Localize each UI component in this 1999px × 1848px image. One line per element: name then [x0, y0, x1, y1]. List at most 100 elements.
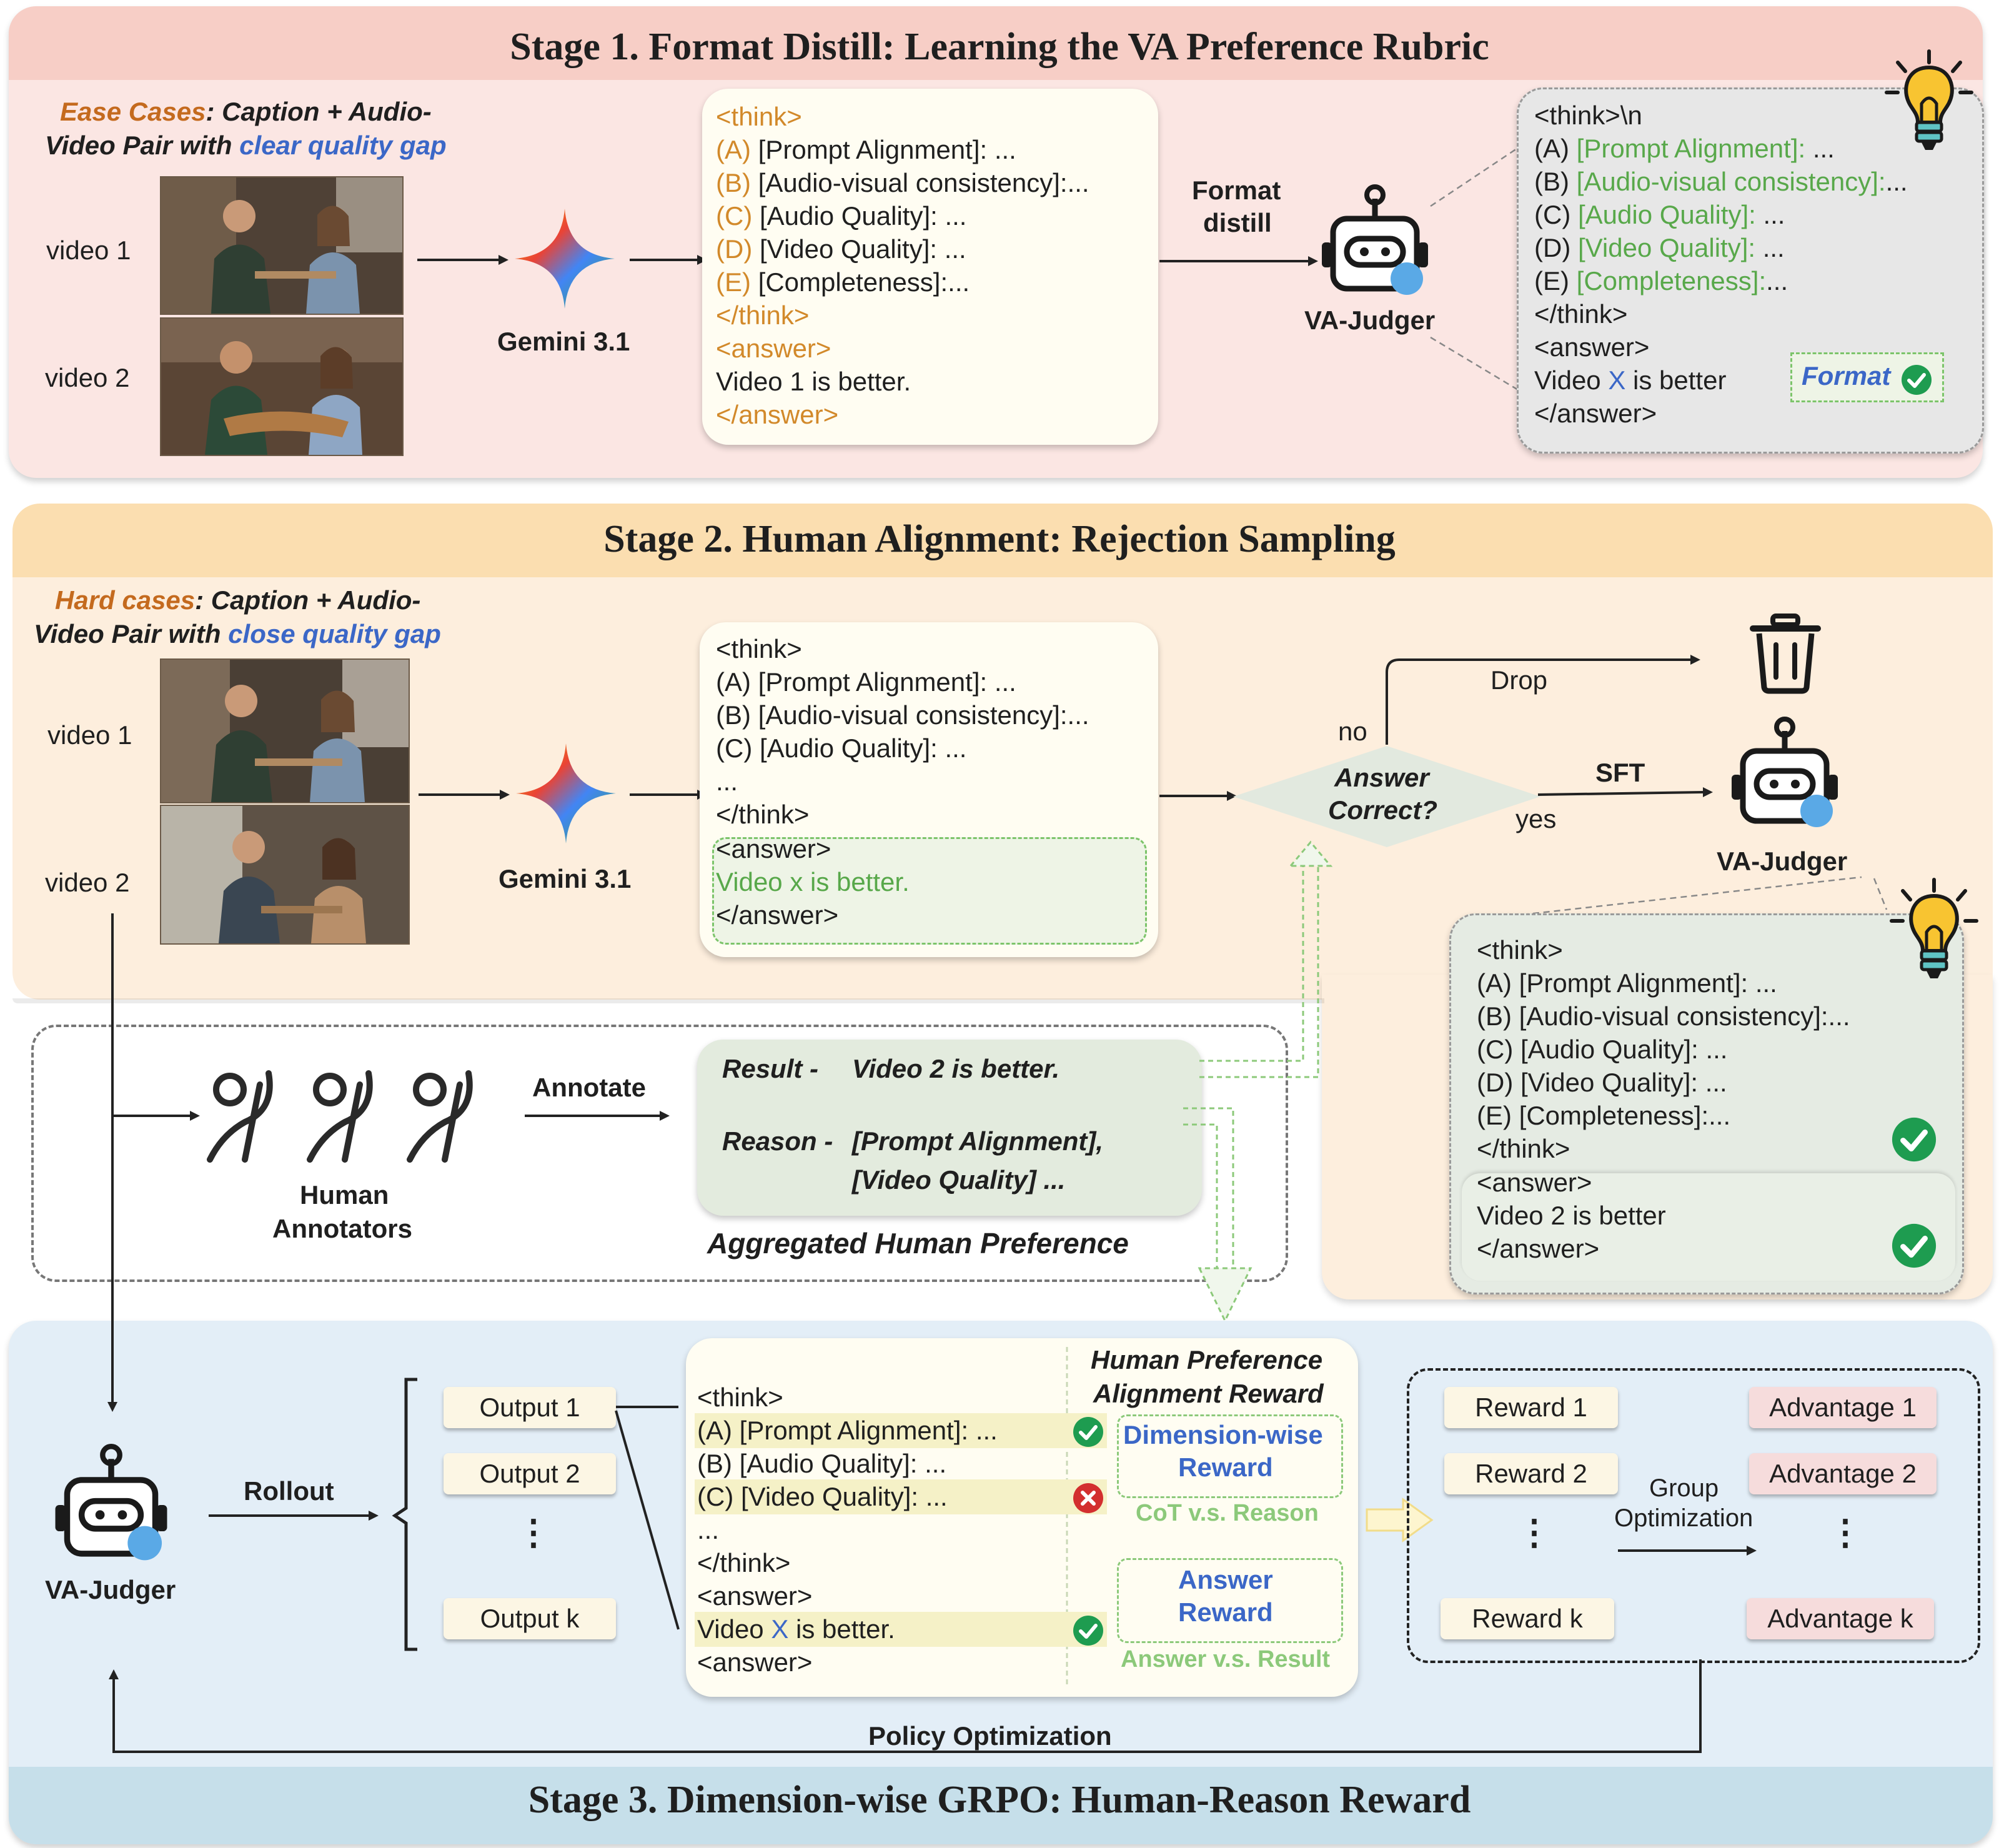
- yes-label: yes: [1515, 804, 1557, 833]
- template-tail-e: ...: [1766, 266, 1788, 296]
- stage1-line-b: (B) [Audio-visual consistency]:...: [716, 166, 1089, 199]
- sample-think-open: <think>: [1477, 935, 1563, 965]
- template-line-d: (D) [Video Quality]: ...: [1534, 231, 1785, 264]
- template-tag-b: (B): [1534, 167, 1577, 196]
- cross-icon: [1073, 1483, 1103, 1513]
- template-line-e: (E) [Completeness]:...: [1534, 264, 1788, 297]
- cot-dots: ...: [697, 1515, 720, 1544]
- human-annotators-line2: Annotators: [272, 1214, 412, 1243]
- stage2-header-band: [12, 504, 1993, 577]
- output-pill-2: Output 2: [444, 1453, 616, 1494]
- cot-answer-post: is better.: [788, 1614, 895, 1644]
- decision-diamond: [1233, 746, 1540, 847]
- lightbulb-icon: [1890, 878, 1978, 978]
- check-icon: [1073, 1616, 1103, 1646]
- policy-optimization-arrow: [109, 1659, 1702, 1753]
- cot-answer-x: X: [771, 1614, 789, 1644]
- reason-key: Reason -: [722, 1126, 833, 1156]
- template-answer-open: <answer>: [1534, 332, 1650, 362]
- text-d: [Video Quality]: ...: [752, 234, 966, 264]
- tag-e: (E): [716, 267, 751, 297]
- dimension-reward-note: CoT v.s. Reason: [1136, 1500, 1319, 1526]
- stage2-judger-label: VA-Judger: [1717, 847, 1848, 876]
- stage1-answer-open: <answer>: [716, 334, 831, 363]
- stage2-dots: ...: [716, 767, 738, 796]
- output-pill-k: Output k: [444, 1598, 616, 1639]
- template-tail-a: ...: [1805, 134, 1835, 163]
- stage1-case-gap: clear quality gap: [239, 131, 447, 160]
- video2-to-annotators-arrow: [111, 1111, 200, 1121]
- reward-header-line1: Human Preference: [1091, 1345, 1323, 1374]
- sample-line-c: (C) [Audio Quality]: ...: [1477, 1035, 1728, 1064]
- template-tail-b: ...: [1885, 167, 1908, 196]
- stage2-line-a: (A) [Prompt Alignment]: ...: [716, 667, 1016, 697]
- stage1-think-open: <think>: [716, 102, 802, 131]
- human-annotator-icon: [207, 1070, 473, 1163]
- stage1-line-a: (A) [Prompt Alignment]: ...: [716, 133, 1016, 166]
- answer-reward-note: Answer v.s. Result: [1121, 1646, 1331, 1672]
- preference-to-reward-arrow: [1183, 1107, 1252, 1323]
- stage1-think-close: </think>: [716, 301, 810, 330]
- stage1-output-box: [702, 89, 1158, 445]
- reward-pill-2: Reward 2: [1444, 1453, 1618, 1494]
- stage2-model-label: Gemini 3.1: [499, 864, 632, 893]
- output-ellipsis: ⋮: [516, 1513, 551, 1552]
- preference-to-decision-arrow: [1199, 840, 1333, 1078]
- stage1-judger-label: VA-Judger: [1304, 306, 1436, 335]
- reward-pill-1: Reward 1: [1444, 1387, 1618, 1428]
- stage1-case-line2: Video Pair with clear quality gap: [45, 129, 447, 162]
- template-tag-c: (C): [1534, 200, 1578, 229]
- stage2-arrow-to-decision: [1159, 791, 1237, 801]
- answer-reward-line2: Reward: [1178, 1597, 1273, 1627]
- advantage-ellipsis: ⋮: [1828, 1513, 1863, 1552]
- stage2-case-gap: close quality gap: [228, 619, 441, 648]
- stage1-video2-label: video 2: [45, 363, 130, 392]
- dimension-reward-box: [1117, 1414, 1343, 1498]
- stage1-video1-thumbnail: [160, 176, 404, 315]
- drop-arrow: [1386, 655, 1700, 745]
- template-line-c: (C) [Audio Quality]: ...: [1534, 198, 1785, 231]
- reward-ellipsis: ⋮: [1517, 1513, 1552, 1552]
- cot-highlight-a: [695, 1413, 1107, 1448]
- stage2-case-line1: Hard cases: Caption + Audio-: [55, 584, 420, 617]
- template-tag-d: (D): [1534, 233, 1578, 262]
- group-opt-line1: Group: [1649, 1474, 1719, 1502]
- aggregated-preference-box: [697, 1040, 1202, 1216]
- template-answer: Video X is better: [1534, 364, 1726, 397]
- check-icon: [1892, 1117, 1937, 1162]
- stage2-answer-close: </answer>: [716, 900, 839, 930]
- stage1-line-d: (D) [Video Quality]: ...: [716, 232, 966, 266]
- sample-line-a: (A) [Prompt Alignment]: ...: [1477, 968, 1777, 998]
- stage2-answer-open: <answer>: [716, 834, 831, 863]
- tag-d: (D): [716, 234, 753, 264]
- policy-optimization-label: Policy Optimization: [868, 1721, 1112, 1751]
- template-line-a: (A) [Prompt Alignment]: ...: [1534, 132, 1835, 165]
- text-e: [Completeness]:...: [751, 267, 970, 297]
- decision-label-line1: Answer: [1334, 763, 1429, 792]
- sample-line-d: (D) [Video Quality]: ...: [1477, 1068, 1727, 1097]
- sft-arrow: [1537, 787, 1713, 797]
- stage2-line-b: (B) [Audio-visual consistency]:...: [716, 700, 1089, 730]
- template-dim-c: [Audio Quality]:: [1577, 200, 1756, 229]
- text-b: [Audio-visual consistency]:...: [751, 168, 1089, 197]
- stage1-arrow-to-output: [630, 255, 707, 265]
- reason-value-line2: [Video Quality] ...: [852, 1165, 1066, 1195]
- template-answer-post: is better: [1625, 365, 1727, 395]
- reward-to-group-arrow: [1366, 1498, 1434, 1542]
- stage1-arrow-to-judger: [1159, 256, 1318, 266]
- stage2-panel-shadow: [12, 998, 1324, 1003]
- stage1-template-connector: [1430, 142, 1525, 395]
- trash-icon: [1750, 614, 1821, 694]
- stage1-answer-close: </answer>: [716, 400, 839, 429]
- stage2-video2-label: video 2: [45, 868, 130, 897]
- stage2-case-line2-text: Video Pair with: [34, 619, 229, 648]
- dimension-reward-line1: Dimension-wise: [1123, 1420, 1323, 1449]
- advantage-pill-k: Advantage k: [1747, 1598, 1934, 1639]
- format-badge-label: Format: [1802, 361, 1891, 390]
- dimension-reward-line2: Reward: [1178, 1453, 1273, 1482]
- aggregated-preference-caption: Aggregated Human Preference: [707, 1227, 1129, 1259]
- cot-highlight-answer: [695, 1612, 1107, 1647]
- output1-to-cot-lines: [615, 1406, 680, 1630]
- stage2-video2-thumbnail: [160, 805, 410, 945]
- template-answer-pre: Video: [1534, 365, 1609, 395]
